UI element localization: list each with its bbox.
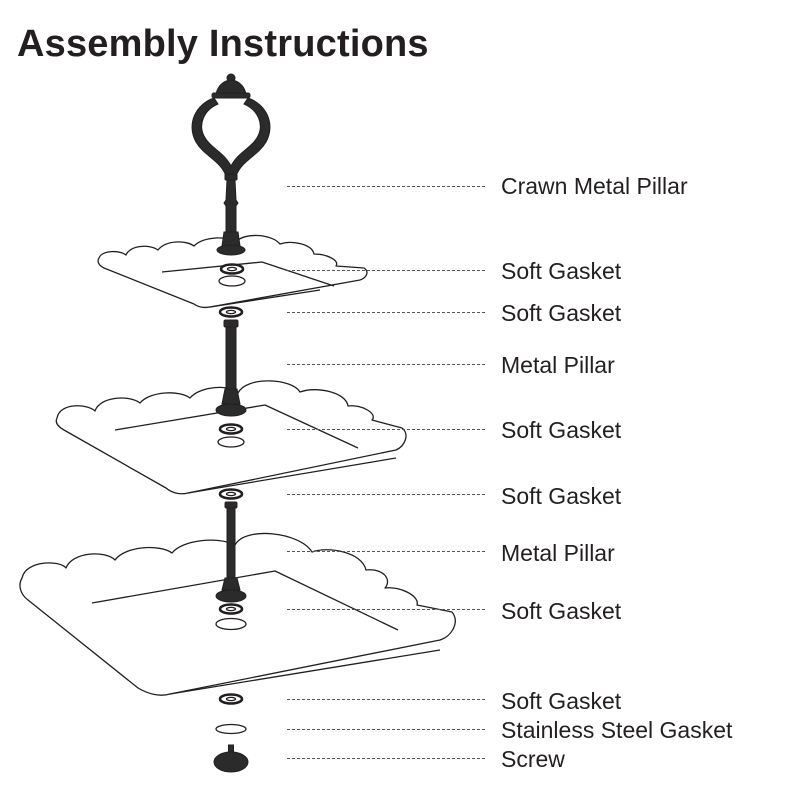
label-metal-pillar-2: Metal Pillar <box>501 540 615 566</box>
leader-line <box>287 429 485 430</box>
metal-pillar-upper <box>215 319 247 417</box>
label-soft-gasket-6: Soft Gasket <box>501 688 622 714</box>
gasket-middle-2 <box>217 436 245 448</box>
label-soft-gasket-5: Soft Gasket <box>501 598 622 624</box>
label-soft-gasket-2: Soft Gasket <box>501 300 622 326</box>
label-soft-gasket-1: Soft Gasket <box>501 258 622 284</box>
label-soft-gasket-3: Soft Gasket <box>501 417 622 443</box>
leader-line <box>287 186 485 187</box>
gasket-middle-upper <box>218 306 244 318</box>
leader-line <box>287 758 485 759</box>
metal-pillar-lower <box>215 501 247 603</box>
label-soft-gasket-4: Soft Gasket <box>501 483 622 509</box>
stainless-steel-gasket <box>215 723 247 735</box>
page-title: Assembly Instructions <box>17 23 429 65</box>
crown-metal-pillar <box>191 73 271 256</box>
gasket-bottom-1 <box>218 603 244 615</box>
label-stainless-steel-gasket: Stainless Steel Gasket <box>501 717 733 743</box>
leader-line <box>287 551 485 552</box>
gasket-bottom-upper <box>218 488 244 500</box>
gasket-base <box>218 693 244 705</box>
leader-line <box>287 609 485 610</box>
screw <box>213 744 249 773</box>
bottom-plate <box>19 532 456 696</box>
label-metal-pillar-1: Metal Pillar <box>501 352 615 378</box>
label-crown-metal-pillar: Crawn Metal Pillar <box>501 173 688 199</box>
gasket-top-2 <box>218 275 246 287</box>
leader-line <box>287 364 485 365</box>
gasket-bottom-2 <box>215 617 247 631</box>
leader-line <box>287 699 485 700</box>
leader-line <box>287 270 485 271</box>
label-screw: Screw <box>501 746 565 772</box>
leader-line <box>287 494 485 495</box>
leader-line <box>287 312 485 313</box>
leader-line <box>287 729 485 730</box>
gasket-middle-1 <box>218 423 244 435</box>
gasket-top-1 <box>219 263 245 275</box>
